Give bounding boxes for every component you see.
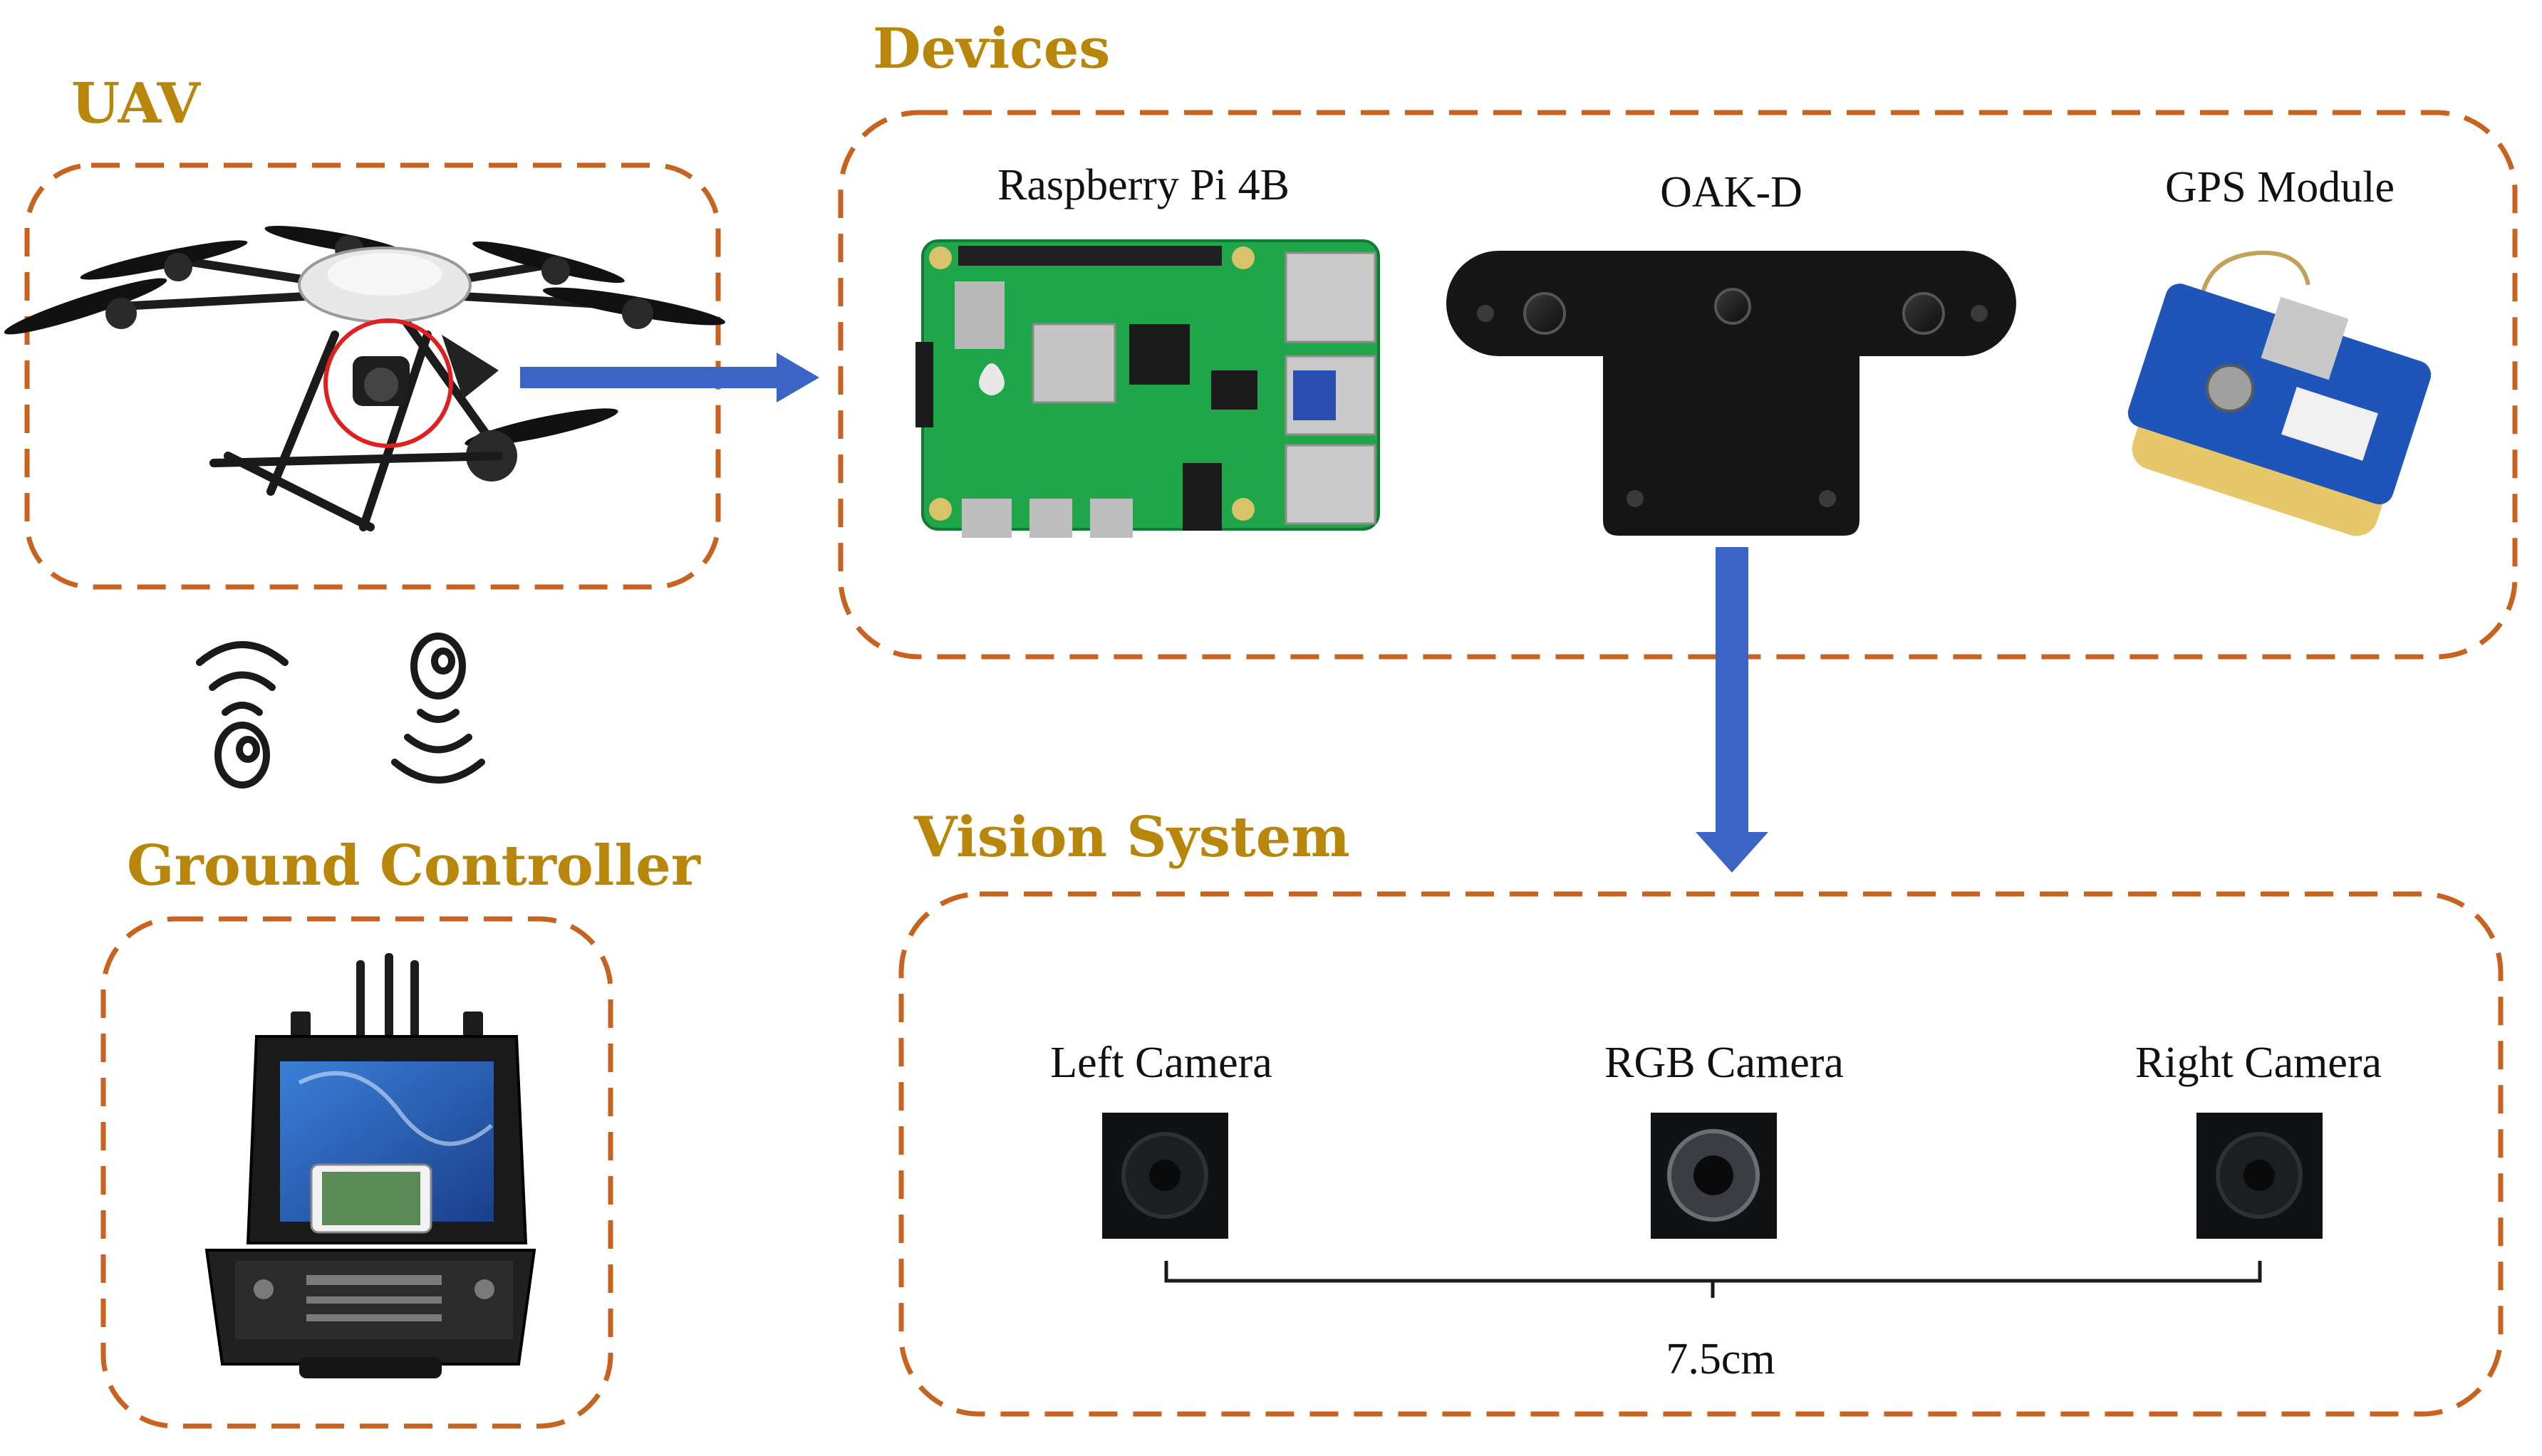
vision-system-box — [898, 891, 2504, 1417]
gps-module-label: GPS Module — [2165, 163, 2395, 212]
signal-up-icon — [196, 641, 289, 789]
rgb-camera-label: RGB Camera — [1604, 1039, 1844, 1087]
oak-d-camera-image — [1446, 251, 2016, 536]
raspberry-pi-label: Raspberry Pi 4B — [997, 161, 1290, 209]
vision-system-title: Vision System — [913, 805, 1350, 870]
uav-to-devices-arrow — [520, 353, 819, 402]
signal-down-icon — [391, 633, 485, 784]
rgb-camera-image — [1651, 1113, 1777, 1239]
oak-d-label: OAK-D — [1660, 168, 1802, 217]
baseline-label: 7.5cm — [1666, 1335, 1775, 1383]
baseline-bracket — [1164, 1261, 2262, 1298]
raspberry-pi-board-image — [915, 239, 1380, 538]
oak-d-to-vision-arrow — [1696, 547, 1768, 873]
devices-box — [838, 110, 2518, 660]
ground-controller-box — [100, 916, 613, 1429]
hexacopter-drone-image — [4, 225, 726, 531]
right-camera-label: Right Camera — [2135, 1039, 2382, 1087]
gps-module-image — [2127, 250, 2432, 536]
right-camera-image — [2196, 1113, 2323, 1239]
devices-title: Devices — [873, 16, 1110, 81]
left-camera-label: Left Camera — [1050, 1039, 1272, 1087]
left-camera-image — [1102, 1113, 1228, 1239]
ground-controller-title: Ground Controller — [127, 833, 701, 898]
gimbal-highlight-circle — [323, 318, 453, 448]
uav-title: UAV — [71, 71, 201, 136]
ground-control-station-image — [204, 953, 536, 1378]
